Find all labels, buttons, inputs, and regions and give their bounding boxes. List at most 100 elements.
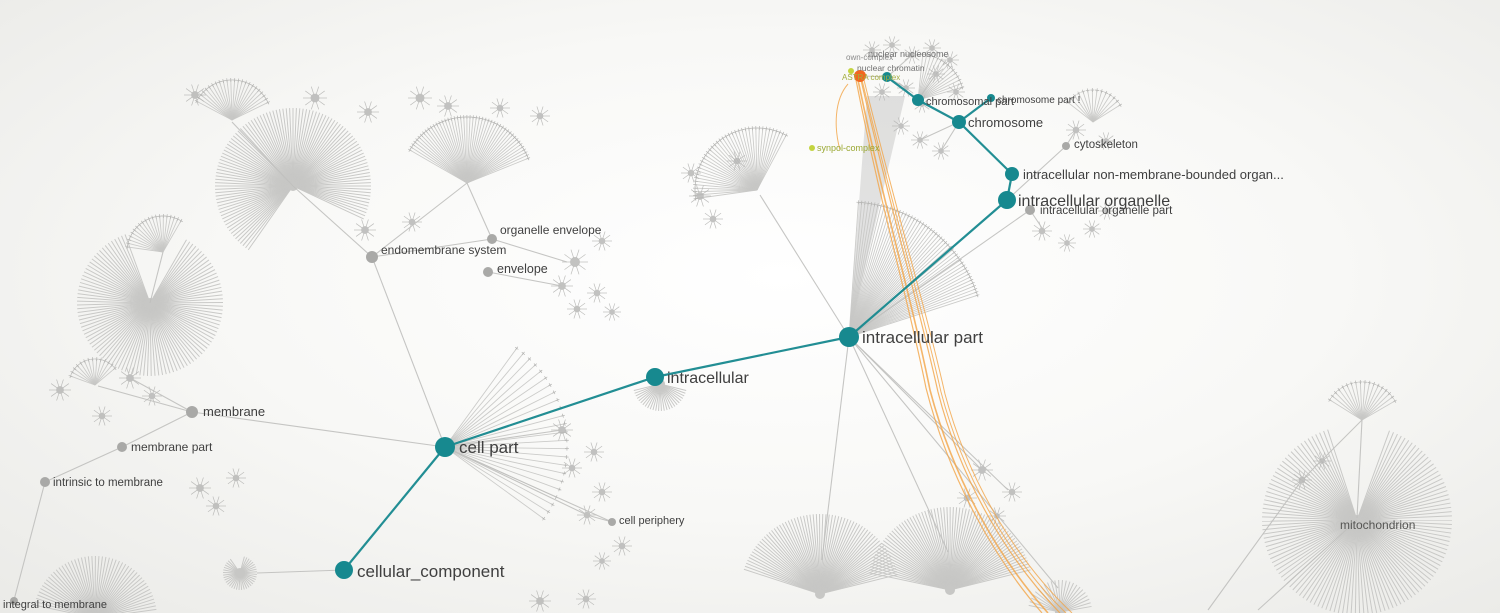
graph-label-annotation[interactable]: ASTRA complex <box>842 73 900 82</box>
rosette <box>1032 221 1052 241</box>
graph-label-intrinsic_to_membrane[interactable]: intrinsic to membrane <box>53 477 163 489</box>
graph-edge <box>1006 145 1067 201</box>
fan-burst <box>917 52 965 101</box>
graph-edge <box>121 411 193 448</box>
graph-label-membrane[interactable]: membrane <box>203 404 265 419</box>
fan-burst <box>1065 88 1123 123</box>
graph-label-endomembrane_system[interactable]: endomembrane system <box>381 243 506 257</box>
fan-burst <box>194 78 270 121</box>
graph-edge <box>487 271 563 287</box>
fan-disc <box>34 555 157 613</box>
orange-path-edge <box>857 79 1049 613</box>
graph-node-cellular_component[interactable] <box>335 561 353 579</box>
graph-label-intracellular[interactable]: intracellular <box>667 370 749 387</box>
graph-label-annotation[interactable]: nuclear chromatin <box>857 63 925 73</box>
teal-edge-chromosome--chromosomal_part <box>917 99 960 123</box>
graph-node-green_dot_synpol[interactable] <box>809 145 815 151</box>
fan-burst <box>693 126 789 201</box>
graph-node-intracellular_organelle_part[interactable] <box>1025 205 1035 215</box>
teal-edge-chromosomal_part--chromatin_hub <box>886 76 919 101</box>
rosette <box>941 51 959 69</box>
graph-label-intracellular_organelle[interactable]: intracellular organelle <box>1018 193 1170 210</box>
edge-bundle-wedges <box>849 96 905 337</box>
graph-label-chromosome[interactable]: chromosome <box>968 115 1043 130</box>
graph-node-membrane[interactable] <box>186 406 198 418</box>
graph-node-intrinsic_to_membrane[interactable] <box>40 477 50 487</box>
graph-edge <box>919 121 960 141</box>
graph-label-annotation[interactable]: synpol-complex <box>817 143 880 153</box>
graph-node-chromosome[interactable] <box>952 115 966 129</box>
graph-edge <box>1207 479 1303 611</box>
graph-label-annotation[interactable]: own-complex <box>846 53 893 62</box>
rosette <box>303 86 327 110</box>
rosette <box>587 283 607 303</box>
graph-label-annotation[interactable]: mitochondrion <box>1340 518 1415 532</box>
graph-label-chromosome_part2[interactable]: chromosome part ! <box>997 95 1080 106</box>
graph-node-intracellular_nmb_organelle[interactable] <box>1005 167 1019 181</box>
graph-label-envelope[interactable]: envelope <box>497 262 548 276</box>
rosette <box>892 117 910 135</box>
rosettes <box>49 36 1331 612</box>
graph-node-intracellular_part[interactable] <box>839 327 859 347</box>
rosette <box>119 367 141 389</box>
rosette <box>529 590 551 612</box>
graph-label-membrane_part[interactable]: membrane part <box>131 440 213 454</box>
graph-label-intracellular_part[interactable]: intracellular part <box>862 328 983 347</box>
graph-node-intracellular_organelle[interactable] <box>998 191 1016 209</box>
rosette <box>408 86 432 110</box>
graph-node-nucleosome_focus[interactable] <box>854 70 866 82</box>
rosette <box>576 589 596 609</box>
graph-label-integral_to_membrane[interactable]: integral to membrane <box>3 599 107 611</box>
graph-node-endomembrane_system[interactable] <box>366 251 378 263</box>
graph-node-cell_part[interactable] <box>435 437 455 457</box>
rosette <box>703 209 723 229</box>
graph-node-cell_periphery[interactable] <box>608 518 616 526</box>
graph-node-integral_to_membrane[interactable] <box>10 597 18 605</box>
graph-edge <box>371 182 468 258</box>
graph-labels: cellular_component cell part intracellular… <box>3 49 1415 611</box>
rosette <box>226 468 246 488</box>
fan-burst <box>1327 380 1397 421</box>
rosette <box>1097 132 1115 150</box>
graph-node-chromatin_hub[interactable] <box>882 72 892 82</box>
orange-path-edge <box>863 79 1073 613</box>
graph-label-cytoskeleton[interactable]: cytoskeleton <box>1074 139 1138 151</box>
graph-label-chromosomal_part[interactable]: chromosomal part <box>926 96 1014 108</box>
rosette <box>863 41 881 59</box>
rosette <box>562 458 582 478</box>
graph-edge <box>371 256 446 448</box>
graph-node-chromosome_part2[interactable] <box>987 94 995 102</box>
graph-node-membrane_part[interactable] <box>117 442 127 452</box>
graph-node-envelope[interactable] <box>483 267 493 277</box>
rosette <box>873 83 891 101</box>
graph-edge <box>191 411 446 448</box>
graph-label-organelle_envelope[interactable]: organelle envelope <box>500 223 602 237</box>
graph-label-cell_part[interactable]: cell part <box>459 438 519 457</box>
fan-disc <box>215 108 371 251</box>
graph-node-green_dot_top[interactable] <box>848 68 854 74</box>
graph-label-intracellular_nmb_organelle[interactable]: intracellular non-membrane-bounded organ… <box>1023 167 1284 182</box>
graph-label-cell_periphery[interactable]: cell periphery <box>619 515 685 527</box>
rosette <box>584 442 604 462</box>
edge-bundle-wedge <box>849 96 905 337</box>
graph-node-organelle_envelope[interactable] <box>487 234 497 244</box>
graph-label-intracellular_organelle_part[interactable]: intracellular organelle part <box>1040 205 1173 217</box>
rosette <box>530 106 550 126</box>
rosette <box>567 299 587 319</box>
graph-label-cellular_component[interactable]: cellular_component <box>357 562 505 581</box>
graph-edge <box>848 336 983 471</box>
rosette <box>927 65 945 83</box>
graph-label-annotation[interactable]: nuclear nucleosome <box>868 49 949 59</box>
fan-discs <box>34 108 1453 613</box>
orange-path-edge <box>860 79 1061 613</box>
graph-node-intracellular[interactable] <box>646 368 664 386</box>
fan-disc <box>77 234 224 376</box>
graph-nodes <box>10 68 1070 605</box>
graph-node-cytoskeleton[interactable] <box>1062 142 1070 150</box>
graph-node-chromosomal_part[interactable] <box>912 94 924 106</box>
grey-edges <box>13 54 1363 611</box>
graph-edge <box>371 238 493 258</box>
rosette <box>681 163 701 183</box>
